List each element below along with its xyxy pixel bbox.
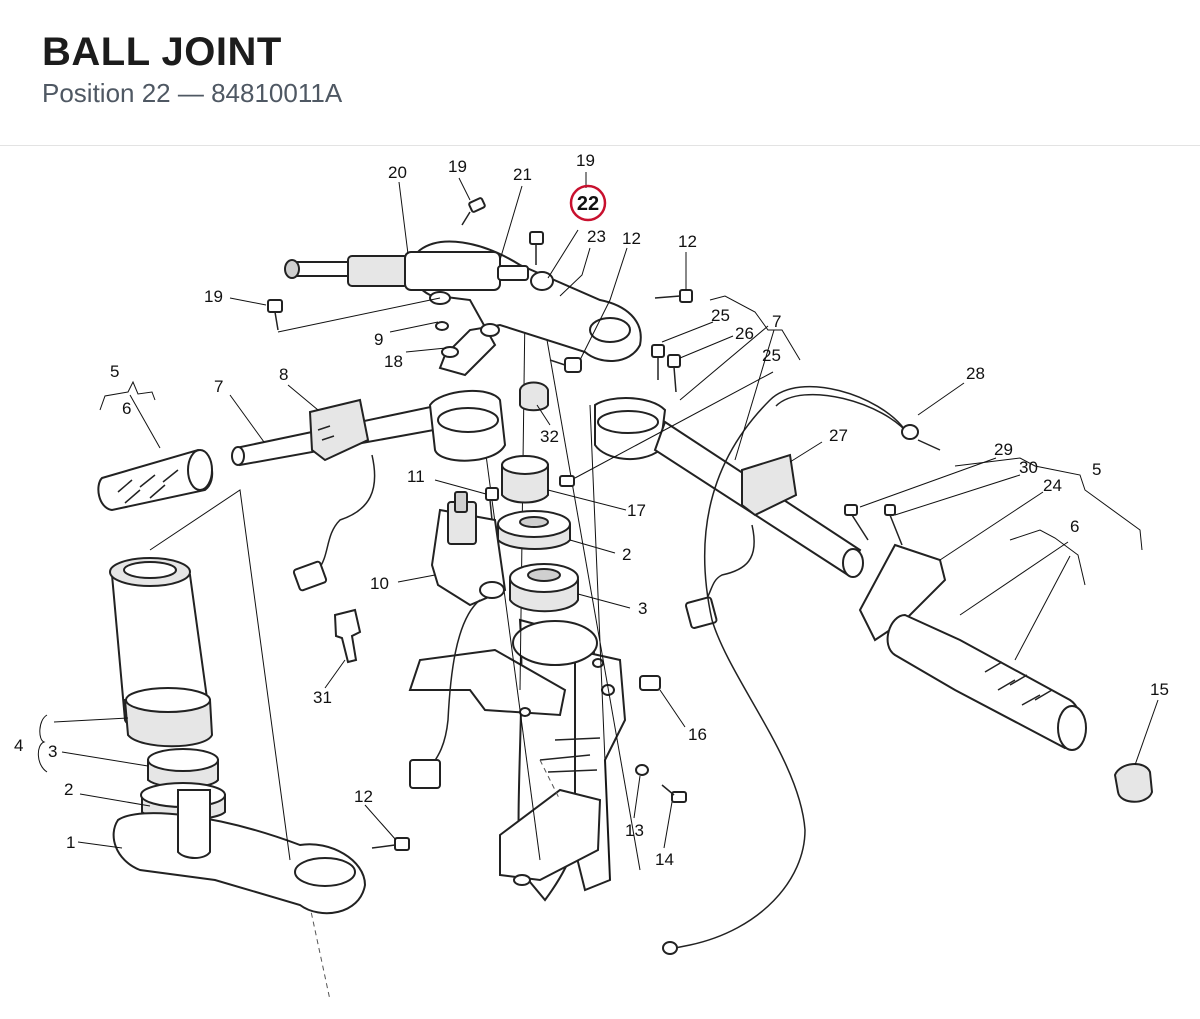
- callout-12: 12: [354, 787, 373, 806]
- callout-30: 30: [1019, 458, 1038, 477]
- callout-29: 29: [994, 440, 1013, 459]
- bearing-3: [509, 563, 579, 613]
- callout-7: 7: [772, 312, 781, 331]
- highlight-ring: [569, 184, 607, 222]
- callout-27: 27: [829, 426, 848, 445]
- callout-32: 32: [540, 427, 559, 446]
- callout-13: 13: [625, 821, 644, 840]
- lower-stem-assembly: [109, 557, 410, 915]
- page-header: BALL JOINT Position 22 — 84810011A: [0, 0, 1200, 146]
- callout-31: 31: [313, 688, 332, 707]
- callout-4: 4: [14, 736, 23, 755]
- callout-19: 19: [576, 151, 595, 170]
- ignition-key: [333, 608, 362, 664]
- callout-2: 2: [622, 545, 631, 564]
- callout-10: 10: [370, 574, 389, 593]
- callout-21: 21: [513, 165, 532, 184]
- callout-16: 16: [688, 725, 707, 744]
- callout-3: 3: [638, 599, 647, 618]
- callout-labels: 20 19 21 19 19 19 23 12 12 9 18 25 26 7 …: [14, 151, 1169, 869]
- callout-7: 7: [214, 377, 223, 396]
- group-brackets: [37, 295, 1143, 861]
- callout-9: 9: [374, 330, 383, 349]
- callout-23: 23: [587, 227, 606, 246]
- parts-drawing: 20 19 21 19 19 19 23 12 12 9 18 25 26 7 …: [14, 151, 1169, 1001]
- dust-seal-2: [497, 510, 571, 550]
- callout-17: 17: [627, 501, 646, 520]
- callout-19: 19: [448, 157, 467, 176]
- callout-25: 25: [711, 306, 730, 325]
- page-subtitle: Position 22 — 84810011A: [42, 78, 343, 108]
- callout-20: 20: [388, 163, 407, 182]
- right-handlebar: [594, 397, 864, 629]
- steering-damper: [284, 251, 554, 291]
- ignition-switch: [409, 491, 507, 789]
- damper-bolts: [267, 197, 693, 487]
- ball-joint-22: [530, 271, 554, 291]
- callout-8: 8: [279, 365, 288, 384]
- leader-lines: [53, 172, 1159, 849]
- callout-3: 3: [48, 742, 57, 761]
- callout-14: 14: [655, 850, 674, 869]
- frame-steering-head: [299, 618, 627, 1001]
- callout-5: 5: [110, 362, 119, 381]
- exploded-parts-diagram: 20 19 21 19 19 19 23 12 12 9 18 25 26 7 …: [0, 146, 1200, 1014]
- callout-15: 15: [1150, 680, 1169, 699]
- callout-11: 11: [407, 467, 425, 486]
- bar-end-cap-15: [1113, 763, 1154, 803]
- stem-cap-32: [519, 381, 549, 412]
- callout-19: 19: [204, 287, 223, 306]
- callout-6: 6: [122, 399, 131, 418]
- callout-25: 25: [762, 346, 781, 365]
- left-grip: [97, 448, 214, 512]
- right-grip: [886, 613, 1087, 751]
- callout-26: 26: [735, 324, 754, 343]
- callout-6: 6: [1070, 517, 1079, 536]
- stem-nut-17: [501, 455, 549, 504]
- callout-28: 28: [966, 364, 985, 383]
- callout-12: 12: [678, 232, 697, 251]
- callout-18: 18: [384, 352, 403, 371]
- throttle-cable: [662, 385, 941, 955]
- page-title: BALL JOINT: [42, 30, 282, 74]
- callout-24: 24: [1043, 476, 1062, 495]
- callout-12: 12: [622, 229, 641, 248]
- callout-5: 5: [1092, 460, 1101, 479]
- callout-1: 1: [66, 833, 75, 852]
- callout-2: 2: [64, 780, 73, 799]
- callout-22-highlighted: 22: [577, 193, 599, 215]
- small-fasteners: [485, 487, 687, 803]
- left-handlebar: [231, 389, 507, 592]
